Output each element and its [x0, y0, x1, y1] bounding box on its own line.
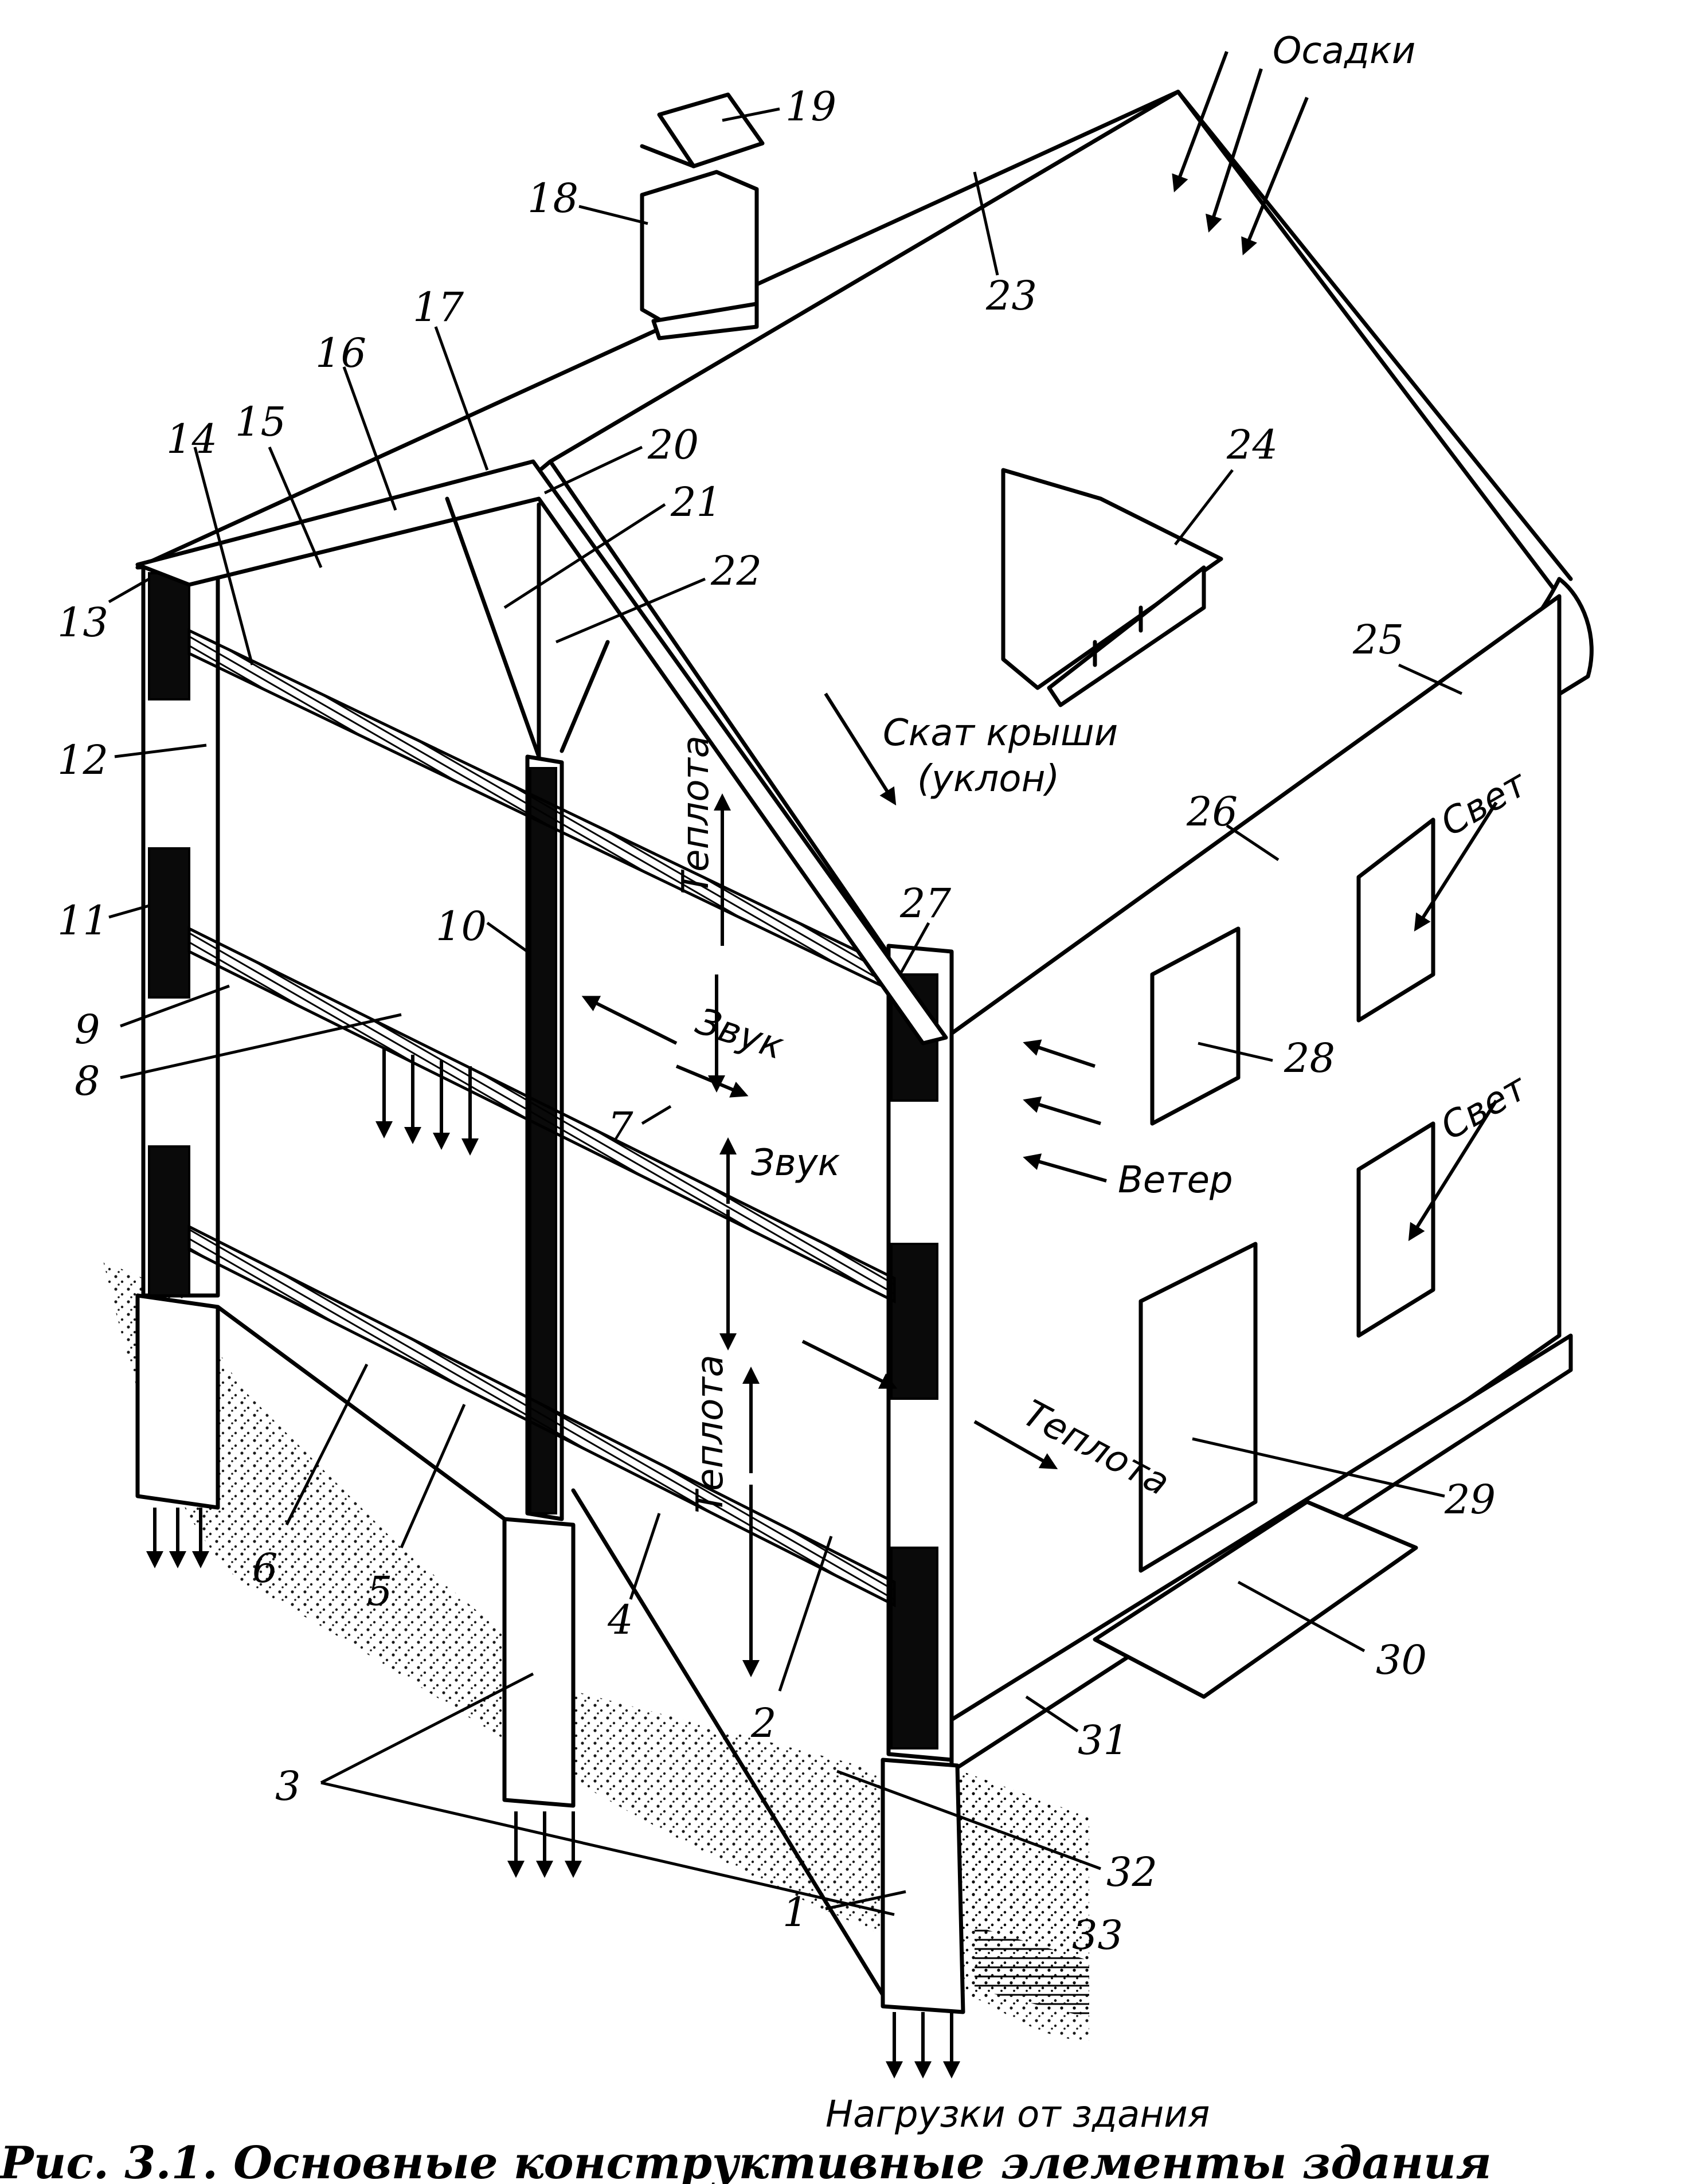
label-5: 5 [367, 1568, 393, 1615]
window-middle [1150, 926, 1241, 1126]
heat-upper-label: Теплота [675, 735, 717, 894]
heat-lower-label: Теплота [689, 1355, 731, 1513]
label-18: 18 [527, 175, 578, 222]
left-foundation [135, 1293, 220, 1510]
label-4: 4 [607, 1596, 633, 1643]
label-19: 19 [785, 83, 836, 130]
label-6: 6 [252, 1545, 278, 1592]
label-16: 16 [315, 330, 366, 377]
label-2: 2 [750, 1700, 777, 1747]
entrance-steps [1093, 1500, 1418, 1699]
window-upper [1356, 817, 1435, 1023]
callouts: 1 2 3 4 5 6 7 8 9 10 11 12 13 14 15 16 1… [57, 83, 1496, 1959]
precipitation-label: Осадки [1273, 30, 1415, 72]
wind-label: Ветер [1118, 1159, 1233, 1201]
label-27: 27 [899, 880, 952, 927]
floor-slab-lower [187, 1224, 896, 1608]
label-33: 33 [1072, 1912, 1123, 1959]
chimney [640, 92, 765, 340]
label-28: 28 [1284, 1035, 1335, 1082]
action-arrows [146, 50, 1498, 2079]
label-1: 1 [783, 1889, 808, 1936]
sound-upper-label: Звук [691, 1000, 789, 1068]
roof-slope-label: Скат крыши [883, 712, 1118, 754]
ground-water [975, 1926, 1089, 2018]
loads-label: Нагрузки от здания [825, 2093, 1210, 2136]
label-20: 20 [647, 421, 699, 468]
side-facade [944, 594, 1573, 1774]
label-23: 23 [985, 272, 1037, 319]
label-29: 29 [1444, 1476, 1496, 1523]
label-3: 3 [275, 1763, 301, 1810]
ground-soil [103, 1261, 1089, 2041]
label-24: 24 [1226, 421, 1278, 468]
label-26: 26 [1186, 788, 1238, 835]
label-14: 14 [166, 416, 217, 463]
label-8: 8 [75, 1058, 100, 1105]
window-lower [1356, 1121, 1435, 1338]
label-10: 10 [436, 903, 487, 950]
right-foundation [881, 1758, 965, 2014]
label-31: 31 [1078, 1717, 1129, 1764]
roof-truss [135, 459, 948, 1046]
label-22: 22 [710, 547, 762, 594]
label-21: 21 [670, 479, 722, 526]
front-door [1138, 1242, 1258, 1573]
dormer-window [1001, 468, 1223, 707]
sound-lower-label: Звук [751, 1142, 840, 1184]
label-13: 13 [57, 599, 108, 646]
roof-slope-sub-label: (уклон) [917, 758, 1059, 800]
label-17: 17 [413, 284, 464, 331]
label-32: 32 [1106, 1849, 1157, 1896]
label-7: 7 [608, 1103, 633, 1150]
label-25: 25 [1352, 616, 1404, 663]
label-12: 12 [57, 737, 108, 784]
middle-foundation [502, 1517, 576, 1808]
label-15: 15 [235, 398, 286, 445]
label-9: 9 [75, 1006, 100, 1053]
figure-caption: Рис. 3.1. Основные конструктивные элемен… [0, 2137, 1492, 2184]
label-30: 30 [1376, 1637, 1427, 1684]
label-11: 11 [57, 897, 108, 944]
